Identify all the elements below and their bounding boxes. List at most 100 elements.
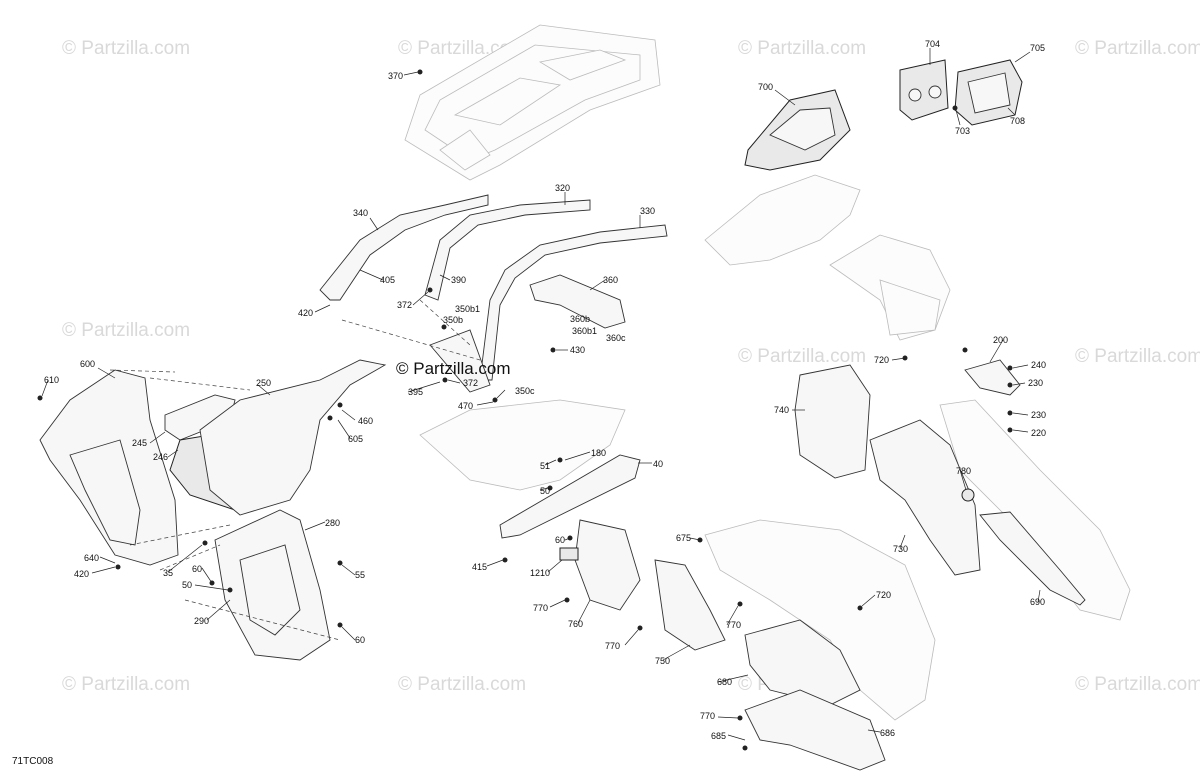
callout-770: 770 <box>700 711 715 721</box>
part-340 <box>319 194 489 301</box>
callout-640: 640 <box>84 553 99 563</box>
callout-200: 200 <box>993 335 1008 345</box>
callout-686: 686 <box>880 728 895 738</box>
callout-51: 51 <box>540 461 550 471</box>
watermark-text: © Partzilla.com <box>1075 674 1200 695</box>
part-730 <box>869 419 981 576</box>
callout-390: 390 <box>451 275 466 285</box>
part-330 <box>479 224 668 381</box>
part-680 <box>744 619 861 706</box>
diagram-code: 71TC008 <box>12 756 54 767</box>
part-40 <box>499 454 641 539</box>
callout-330: 330 <box>640 206 655 216</box>
part-360 <box>529 274 626 329</box>
callout-340: 340 <box>353 208 368 218</box>
center-watermark-logo: © Partzilla.com <box>396 359 511 378</box>
roll-cage <box>319 194 668 393</box>
watermark-text: © Partzilla.com <box>1075 38 1200 59</box>
callout-60: 60 <box>192 564 202 574</box>
watermark-text: © Partzilla.com <box>738 346 866 367</box>
part-690 <box>979 511 1086 606</box>
watermark-text: © Partzilla.com <box>398 674 526 695</box>
callout-675: 675 <box>676 533 691 543</box>
watermark-text: © Partzilla.com <box>62 320 190 341</box>
part-750 <box>654 559 726 651</box>
callout-708: 708 <box>1010 116 1025 126</box>
callout-700: 700 <box>758 82 773 92</box>
callout-720: 720 <box>876 590 891 600</box>
callout-704: 704 <box>925 39 940 49</box>
callout-350b: 350b <box>443 315 463 325</box>
callout-60: 60 <box>555 535 565 545</box>
callout-360: 360 <box>603 275 618 285</box>
callout-685: 685 <box>711 731 726 741</box>
callout-60: 60 <box>355 635 365 645</box>
center-floor <box>341 299 726 651</box>
callout-690: 690 <box>1030 597 1045 607</box>
left-door-assembly <box>39 359 387 661</box>
callout-55: 55 <box>355 570 365 580</box>
callout-420: 420 <box>298 308 313 318</box>
part-704 <box>899 59 949 121</box>
callout-240: 240 <box>1031 360 1046 370</box>
callout-220: 220 <box>1031 428 1046 438</box>
part-250 <box>199 359 387 516</box>
callout-labels: 370 704 705 700 703 708 320 330 340 405 … <box>44 39 1046 741</box>
callout-370: 370 <box>388 71 403 81</box>
callout-740: 740 <box>774 405 789 415</box>
callout-605: 605 <box>348 434 363 444</box>
callout-360b1: 360b1 <box>572 326 597 336</box>
right-side-assembly <box>704 359 1131 771</box>
callout-280: 280 <box>325 518 340 528</box>
callout-372: 372 <box>397 300 412 310</box>
part-740 <box>794 364 871 479</box>
callout-50: 50 <box>540 486 550 496</box>
callout-40: 40 <box>653 459 663 469</box>
watermark-text: © Partzilla.com <box>62 674 190 695</box>
callout-405: 405 <box>380 275 395 285</box>
callout-730: 730 <box>893 544 908 554</box>
callout-395: 395 <box>408 387 423 397</box>
callout-770: 770 <box>533 603 548 613</box>
callout-600: 600 <box>80 359 95 369</box>
callout-705: 705 <box>1030 43 1045 53</box>
callout-350c: 350c <box>515 386 535 396</box>
part-1210 <box>559 547 579 561</box>
callout-750: 750 <box>655 656 670 666</box>
part-320 <box>424 199 591 301</box>
watermark-text: © Partzilla.com <box>1075 346 1200 367</box>
dash-cluster <box>704 59 1023 341</box>
leader-lines <box>41 48 1041 741</box>
callout-35: 35 <box>163 568 173 578</box>
callout-350b1: 350b1 <box>455 304 480 314</box>
callout-372: 372 <box>463 378 478 388</box>
callout-760: 760 <box>568 619 583 629</box>
callout-230: 230 <box>1028 378 1043 388</box>
part-760 <box>574 519 641 611</box>
part-686 <box>744 689 886 771</box>
callout-703: 703 <box>955 126 970 136</box>
callout-680: 680 <box>717 677 732 687</box>
callout-180: 180 <box>591 448 606 458</box>
callout-50: 50 <box>182 580 192 590</box>
callout-420: 420 <box>74 569 89 579</box>
callout-610: 610 <box>44 375 59 385</box>
callout-360c: 360c <box>606 333 626 343</box>
callout-290: 290 <box>194 616 209 626</box>
callout-460: 460 <box>358 416 373 426</box>
roof-panel <box>404 24 661 181</box>
callout-720: 720 <box>874 355 889 365</box>
fasteners <box>37 69 1013 751</box>
callout-415: 415 <box>472 562 487 572</box>
callout-770: 770 <box>605 641 620 651</box>
callout-320: 320 <box>555 183 570 193</box>
callout-430: 430 <box>570 345 585 355</box>
part-780 <box>961 488 975 502</box>
callout-360b: 360b <box>570 314 590 324</box>
callout-246: 246 <box>153 452 168 462</box>
callout-770: 770 <box>726 620 741 630</box>
callout-470: 470 <box>458 401 473 411</box>
watermark-text: © Partzilla.com <box>738 38 866 59</box>
